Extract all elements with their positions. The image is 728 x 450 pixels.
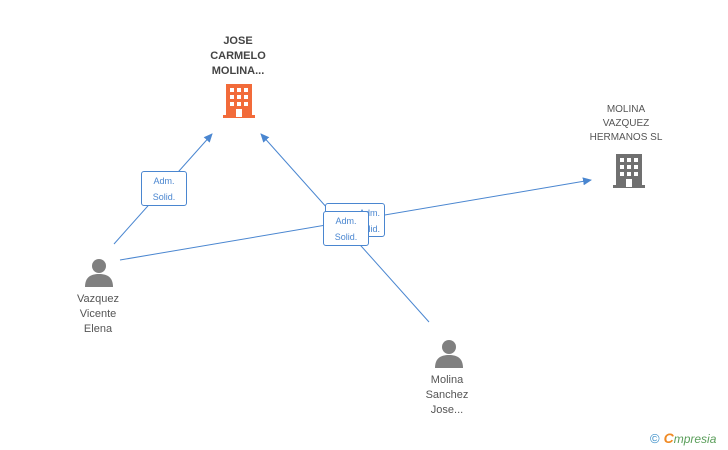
brand-logo[interactable]: © Cmpresia [650, 430, 716, 446]
building-icon[interactable] [223, 84, 255, 118]
copyright-icon: © [650, 430, 660, 446]
person-icon[interactable] [84, 257, 114, 287]
company2-label[interactable]: MOLINA VAZQUEZ HERMANOS SL [589, 104, 663, 143]
person-icon[interactable] [434, 338, 464, 368]
building-icon[interactable] [613, 154, 645, 188]
brand-name: mpresia [673, 432, 717, 446]
brand-e: C [663, 430, 674, 446]
main-company-label[interactable]: JOSE CARMELO MOLINA... [210, 35, 266, 77]
edge-label-person1-main[interactable]: Adm. Solid. [141, 171, 187, 206]
person2-label[interactable]: Molina Sanchez Jose... [425, 374, 469, 416]
person1-label[interactable]: Vazquez Vicente Elena [77, 293, 119, 335]
edge-label-person1-company2[interactable]: Adm. Solid. [323, 211, 369, 246]
